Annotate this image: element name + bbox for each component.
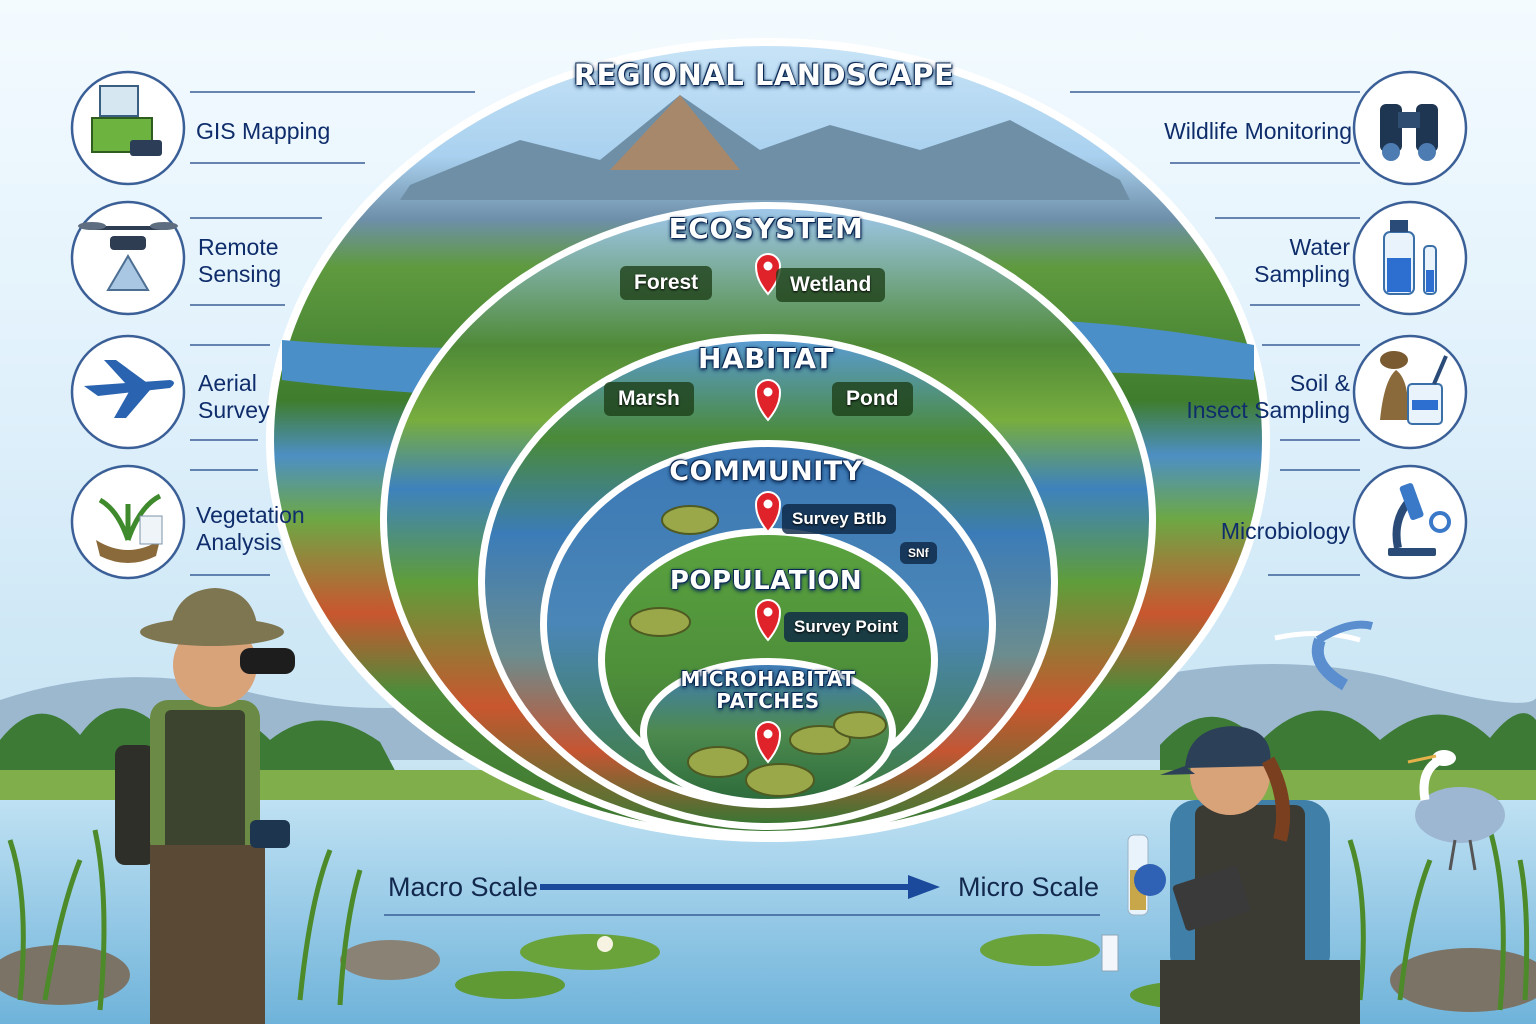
lily-pad [455,971,565,999]
gis-map-icon [91,85,162,156]
tag-pond: Pond [832,382,913,416]
method-label-wildlife-monitoring: Wildlife Monitoring [1164,118,1352,145]
airplane-icon [84,360,174,418]
plant-sample-icon [96,493,163,563]
water-bottle-icon [1383,220,1437,295]
method-label-line: Aerial [198,370,257,396]
water-lily-flower [597,936,613,952]
lily-pad [520,934,660,970]
ecologist-with-binoculars [115,588,295,1024]
tag-survey-btlb: Survey Btlb [782,504,897,534]
rock [0,945,130,1005]
method-label-line: Soil & [1289,370,1350,396]
method-label-line: Survey [198,397,270,424]
mountain-peak [610,95,740,170]
turtle-figures [629,505,887,797]
location-pin-icon [754,721,782,764]
ring-title-line: MICROHABITAT [680,667,856,691]
researcher-sampling-water [1101,726,1360,1024]
soil-jar-icon [1380,351,1448,425]
ring-title-line: PATCHES [716,689,820,713]
ring-title-microhabitat-patches: MICROHABITAT PATCHES [681,668,856,712]
reeds-right [1347,829,1530,1011]
location-pin-icon [754,491,782,534]
method-label-line: Water [1289,234,1351,260]
method-label-line: Analysis [196,529,282,556]
method-label-line: Insect Sampling [1186,397,1350,424]
heron-bird [1407,750,1505,871]
tag-forest: Forest [620,266,713,300]
method-label-line: Sensing [198,261,282,288]
binoculars-icon [1380,104,1438,161]
tag-snf: SNf [900,542,937,564]
ring-title-population: POPULATION [669,566,863,596]
method-label-gis-mapping: GIS Mapping [196,118,330,145]
method-label-line: Microbiology [1220,518,1350,544]
tag-marsh: Marsh [604,382,694,416]
method-label-line: Vegetation [196,502,305,528]
ring-title-community: COMMUNITY [669,456,863,487]
microscope-icon [1388,483,1451,556]
method-label-line: Sampling [1254,261,1350,288]
method-label-remote-sensing: Remote Sensing [198,234,281,288]
tag-wetland: Wetland [776,268,886,302]
method-label-line: GIS Mapping [196,118,331,144]
method-label-water-sampling: Water Sampling [1254,234,1350,288]
location-pin-icon [754,599,782,642]
method-label-line: Remote [198,234,279,260]
location-pins [754,253,782,764]
reeds-left [7,829,363,1011]
scale-arrow-head [908,875,940,899]
lily-pad [980,934,1100,966]
scale-label-macro: Macro Scale [388,872,539,902]
ring-title-regional-landscape: REGIONAL LANDSCAPE [573,58,955,92]
scale-label-micro: Micro Scale [958,872,1100,902]
method-label-soil-insect-sampling: Soil & Insect Sampling [1186,370,1350,424]
mountain-range [400,95,1130,200]
ring-title-ecosystem: ECOSYSTEM [668,212,864,245]
method-label-vegetation-analysis: Vegetation Analysis [196,502,305,556]
drone-icon [78,222,178,291]
ring-title-habitat: HABITAT [698,342,834,375]
method-label-microbiology: Microbiology [1221,518,1350,545]
rock [340,940,440,980]
flying-bird [1274,620,1374,691]
method-label-aerial-survey: Aerial Survey [198,370,270,424]
method-label-line: Wildlife Monitoring [1164,118,1352,144]
location-pin-icon [754,379,782,422]
tag-survey-point: Survey Point [784,612,908,642]
